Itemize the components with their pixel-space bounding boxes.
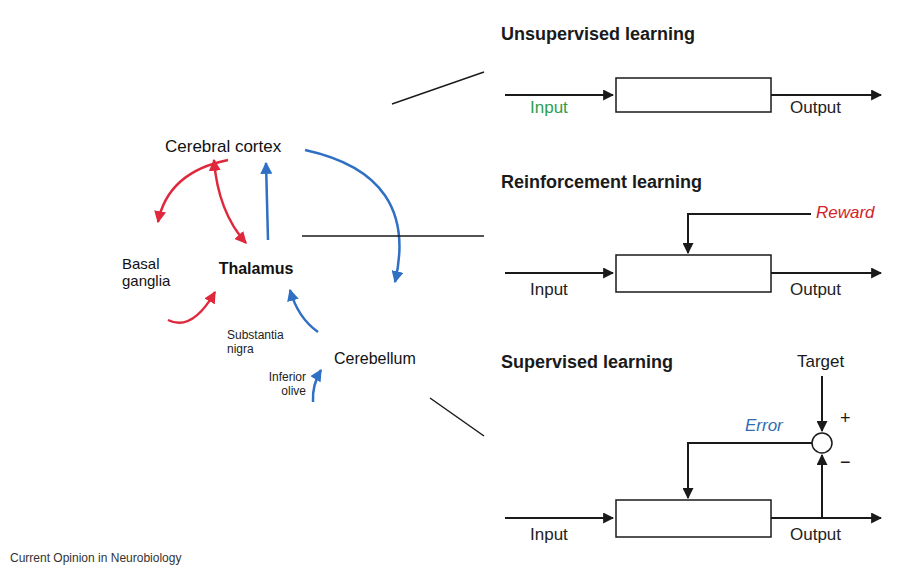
- region-label: Inferior olive: [254, 371, 306, 399]
- signal-label: Error: [745, 416, 783, 436]
- panel-heading: Reinforcement learning: [501, 172, 702, 193]
- signal-label: Output: [790, 525, 841, 545]
- signal-label: Input: [530, 280, 568, 300]
- learning-panel: Reinforcement learningRewardInput Output: [483, 160, 907, 323]
- brain-region: Cerebellum: [300, 268, 450, 460]
- signal-label: Target: [797, 352, 844, 372]
- sign-symbol: +: [840, 408, 851, 429]
- brain-region: Inferior olive: [254, 368, 330, 446]
- pathway-arrow: [158, 160, 228, 222]
- pathway-arrow: [266, 163, 268, 240]
- leader-line: [430, 398, 484, 436]
- signal-label: Output: [790, 98, 841, 118]
- region-label: Substantia nigra: [227, 329, 291, 357]
- signal-label: Input: [530, 525, 568, 545]
- region-label: Cerebral cortex: [165, 137, 281, 157]
- panel-heading: Supervised learning: [501, 352, 673, 373]
- pathway-arrow: [305, 150, 399, 282]
- learning-panel: Unsupervised learningInput Output: [483, 12, 907, 134]
- sign-symbol: −: [840, 452, 851, 473]
- region-label: Thalamus: [212, 260, 300, 278]
- leader-line: [392, 72, 484, 104]
- signal-label: Input: [530, 98, 568, 118]
- pathway-arrow: [168, 292, 215, 323]
- pathway-arrow: [313, 370, 321, 402]
- pathway-arrow: [290, 290, 318, 332]
- learning-panel: Supervised learning Target + − ErrorInput Out…: [483, 340, 907, 558]
- signal-label: Output: [790, 280, 841, 300]
- region-label: Cerebellum: [334, 350, 416, 368]
- panel-heading: Unsupervised learning: [501, 24, 695, 45]
- brain-region: Cerebral cortexBasal ganglia ThalamusSubs…: [8, 18, 498, 458]
- region-outline: [8, 18, 498, 458]
- signal-label: Reward: [816, 203, 875, 223]
- source-credit: Current Opinion in Neurobiology: [10, 552, 181, 566]
- brain-region: Thalamus: [210, 238, 302, 302]
- pathway-arrow: [214, 160, 246, 243]
- region-label: Basal ganglia: [122, 255, 194, 290]
- brain-region: Substantia nigra: [225, 312, 293, 364]
- leader-line: [302, 235, 484, 237]
